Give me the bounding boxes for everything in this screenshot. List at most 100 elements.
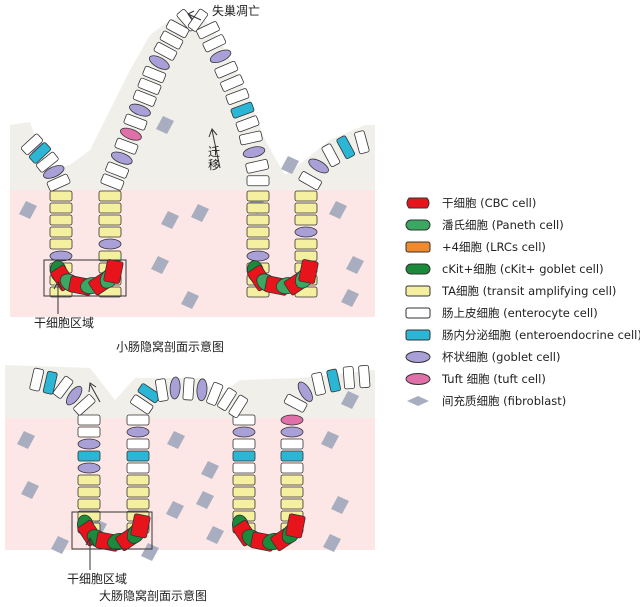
ta-cell xyxy=(294,202,318,214)
endocrine-cell xyxy=(336,135,356,159)
fibroblast-cell xyxy=(329,201,347,219)
ta-cell xyxy=(49,190,73,202)
enterocyte-cell xyxy=(217,387,237,411)
tuft-cell xyxy=(120,127,142,141)
fibroblast-cell xyxy=(201,461,219,479)
endocrine-cell xyxy=(326,368,341,393)
migration-label-1: 迁 xyxy=(207,145,220,159)
legend-item-ta: TA细胞 (transit amplifying cell) xyxy=(400,280,640,302)
enterocyte-cell xyxy=(245,159,270,174)
endocrine-cell xyxy=(42,370,58,395)
enterocyte-cell xyxy=(29,367,45,392)
endocrine-cell xyxy=(126,450,150,462)
ta-cell xyxy=(280,474,304,486)
plus4-cell-swatch xyxy=(400,240,436,254)
enterocyte-cell xyxy=(214,60,239,79)
ta-cell xyxy=(246,214,270,226)
enterocyte-cell xyxy=(206,381,224,406)
enterocyte-cell xyxy=(354,130,370,155)
large-stem-zone-label: 干细胞区域 xyxy=(67,572,128,586)
fibroblast-cell xyxy=(181,291,199,309)
ta-cell xyxy=(126,486,150,498)
enterocyte-cell xyxy=(280,462,304,474)
fibroblast-cell xyxy=(21,481,39,499)
enterocyte-cell xyxy=(126,462,150,474)
legend-item-fibroblast: 间充质细胞 (fibroblast) xyxy=(400,390,640,412)
small-stem-zone-box xyxy=(43,259,127,297)
endocrine-cell xyxy=(77,450,101,462)
legend-label-plus4: +4细胞 (LRCs cell) xyxy=(442,240,546,254)
enterocyte-cell xyxy=(153,41,178,61)
small-intestine-title: 小肠隐窝剖面示意图 xyxy=(116,340,225,354)
ta-cell xyxy=(246,202,270,214)
ta-cell xyxy=(126,498,150,510)
lumen-area-top xyxy=(10,14,375,195)
ta-cell-swatch xyxy=(400,284,436,298)
fibroblast-cell xyxy=(321,431,339,449)
enterocyte-cell xyxy=(46,173,71,192)
enterocyte-cell xyxy=(159,30,184,50)
ta-cell xyxy=(77,498,101,510)
fibroblast-cell xyxy=(19,201,37,219)
enterocyte-cell xyxy=(235,115,260,133)
enterocyte-cell xyxy=(77,426,101,438)
ta-cell xyxy=(246,226,270,238)
ta-cell xyxy=(98,226,122,238)
ta-cell xyxy=(294,238,318,250)
tissue-area-bottom xyxy=(5,418,375,550)
enterocyte-cell xyxy=(142,65,167,83)
fibroblast-cell xyxy=(167,431,185,449)
migration-label-2: 移 xyxy=(207,158,220,172)
goblet-cell xyxy=(196,378,208,402)
fibroblast-cell xyxy=(331,496,349,514)
legend-item-endocrine: 肠内分泌细胞 (enteroendocrine cell) xyxy=(400,324,640,346)
ta-cell xyxy=(280,486,304,498)
goblet-cell xyxy=(246,250,270,262)
paneth-cell-swatch xyxy=(400,218,436,232)
migration-arrow-top xyxy=(208,128,221,169)
ta-cell xyxy=(77,474,101,486)
enterocyte-cell xyxy=(130,394,154,415)
tuft-cell-swatch xyxy=(400,372,436,386)
ta-cell xyxy=(49,214,73,226)
goblet-cell xyxy=(49,250,73,262)
endocrine-cell xyxy=(232,450,256,462)
anoikis-label: 失巢凋亡 xyxy=(212,4,261,18)
goblet-cell xyxy=(126,426,150,438)
enterocyte-cell xyxy=(228,394,249,419)
fibroblast-cell xyxy=(191,204,209,222)
goblet-cell xyxy=(232,426,256,438)
ta-cell xyxy=(126,474,150,486)
enterocyte-cell xyxy=(137,77,162,95)
enterocyte-cell xyxy=(298,171,322,191)
ckit-cell-swatch xyxy=(400,262,436,276)
enterocyte-cell xyxy=(202,34,227,53)
enterocyte-cell xyxy=(126,414,150,426)
anoikis-arrow xyxy=(187,10,202,21)
ta-cell xyxy=(294,190,318,202)
enterocyte-cell xyxy=(165,19,190,39)
fibroblast-cell xyxy=(206,526,224,544)
legend-item-ckit: cKit+细胞 (cKit+ goblet cell) xyxy=(400,258,640,280)
fibroblast-cell xyxy=(141,543,159,561)
ta-cell xyxy=(98,202,122,214)
enterocyte-cell xyxy=(246,175,270,187)
goblet-cell xyxy=(297,381,313,402)
legend-label-goblet: 杯状细胞 (goblet cell) xyxy=(442,350,561,364)
legend-label-tuft: Tuft 细胞 (tuft cell) xyxy=(442,372,546,386)
ta-cell xyxy=(280,498,304,510)
enterocyte-cell xyxy=(126,438,150,450)
goblet-cell xyxy=(308,158,329,174)
ta-cell xyxy=(98,214,122,226)
enterocyte-cell xyxy=(114,137,139,155)
enterocyte-cell xyxy=(73,394,96,416)
goblet-cell xyxy=(43,165,65,179)
small-stem-zone-label: 干细胞区域 xyxy=(34,316,95,330)
tuft-cell xyxy=(280,414,304,426)
fibroblast-cell xyxy=(281,156,299,174)
fibroblast-cell xyxy=(341,391,359,409)
large-stem-zone-arrow xyxy=(85,536,95,570)
legend-item-cbc: 干细胞 (CBC cell) xyxy=(400,192,640,214)
enterocyte-cell xyxy=(225,88,250,105)
